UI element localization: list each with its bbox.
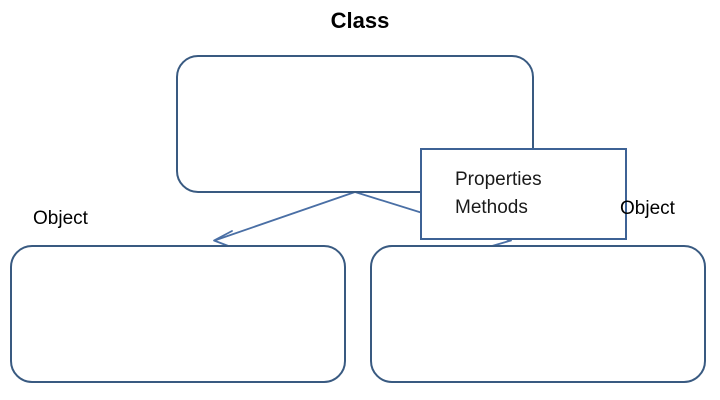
object-right-label: Object	[620, 198, 675, 219]
object-node-right[interactable]: Properties Methods	[370, 245, 706, 383]
object-node-left[interactable]: Properties Methods	[10, 245, 346, 383]
class-node[interactable]: Properties Methods	[176, 55, 627, 240]
page-title: Class	[330, 8, 390, 33]
class-methods-label: Methods	[455, 197, 528, 218]
connector-class-to-object-left	[213, 191, 356, 248]
class-properties-label: Properties	[455, 169, 542, 191]
object-left-label: Object	[33, 208, 88, 229]
class-members-box: Properties Methods	[420, 148, 627, 240]
